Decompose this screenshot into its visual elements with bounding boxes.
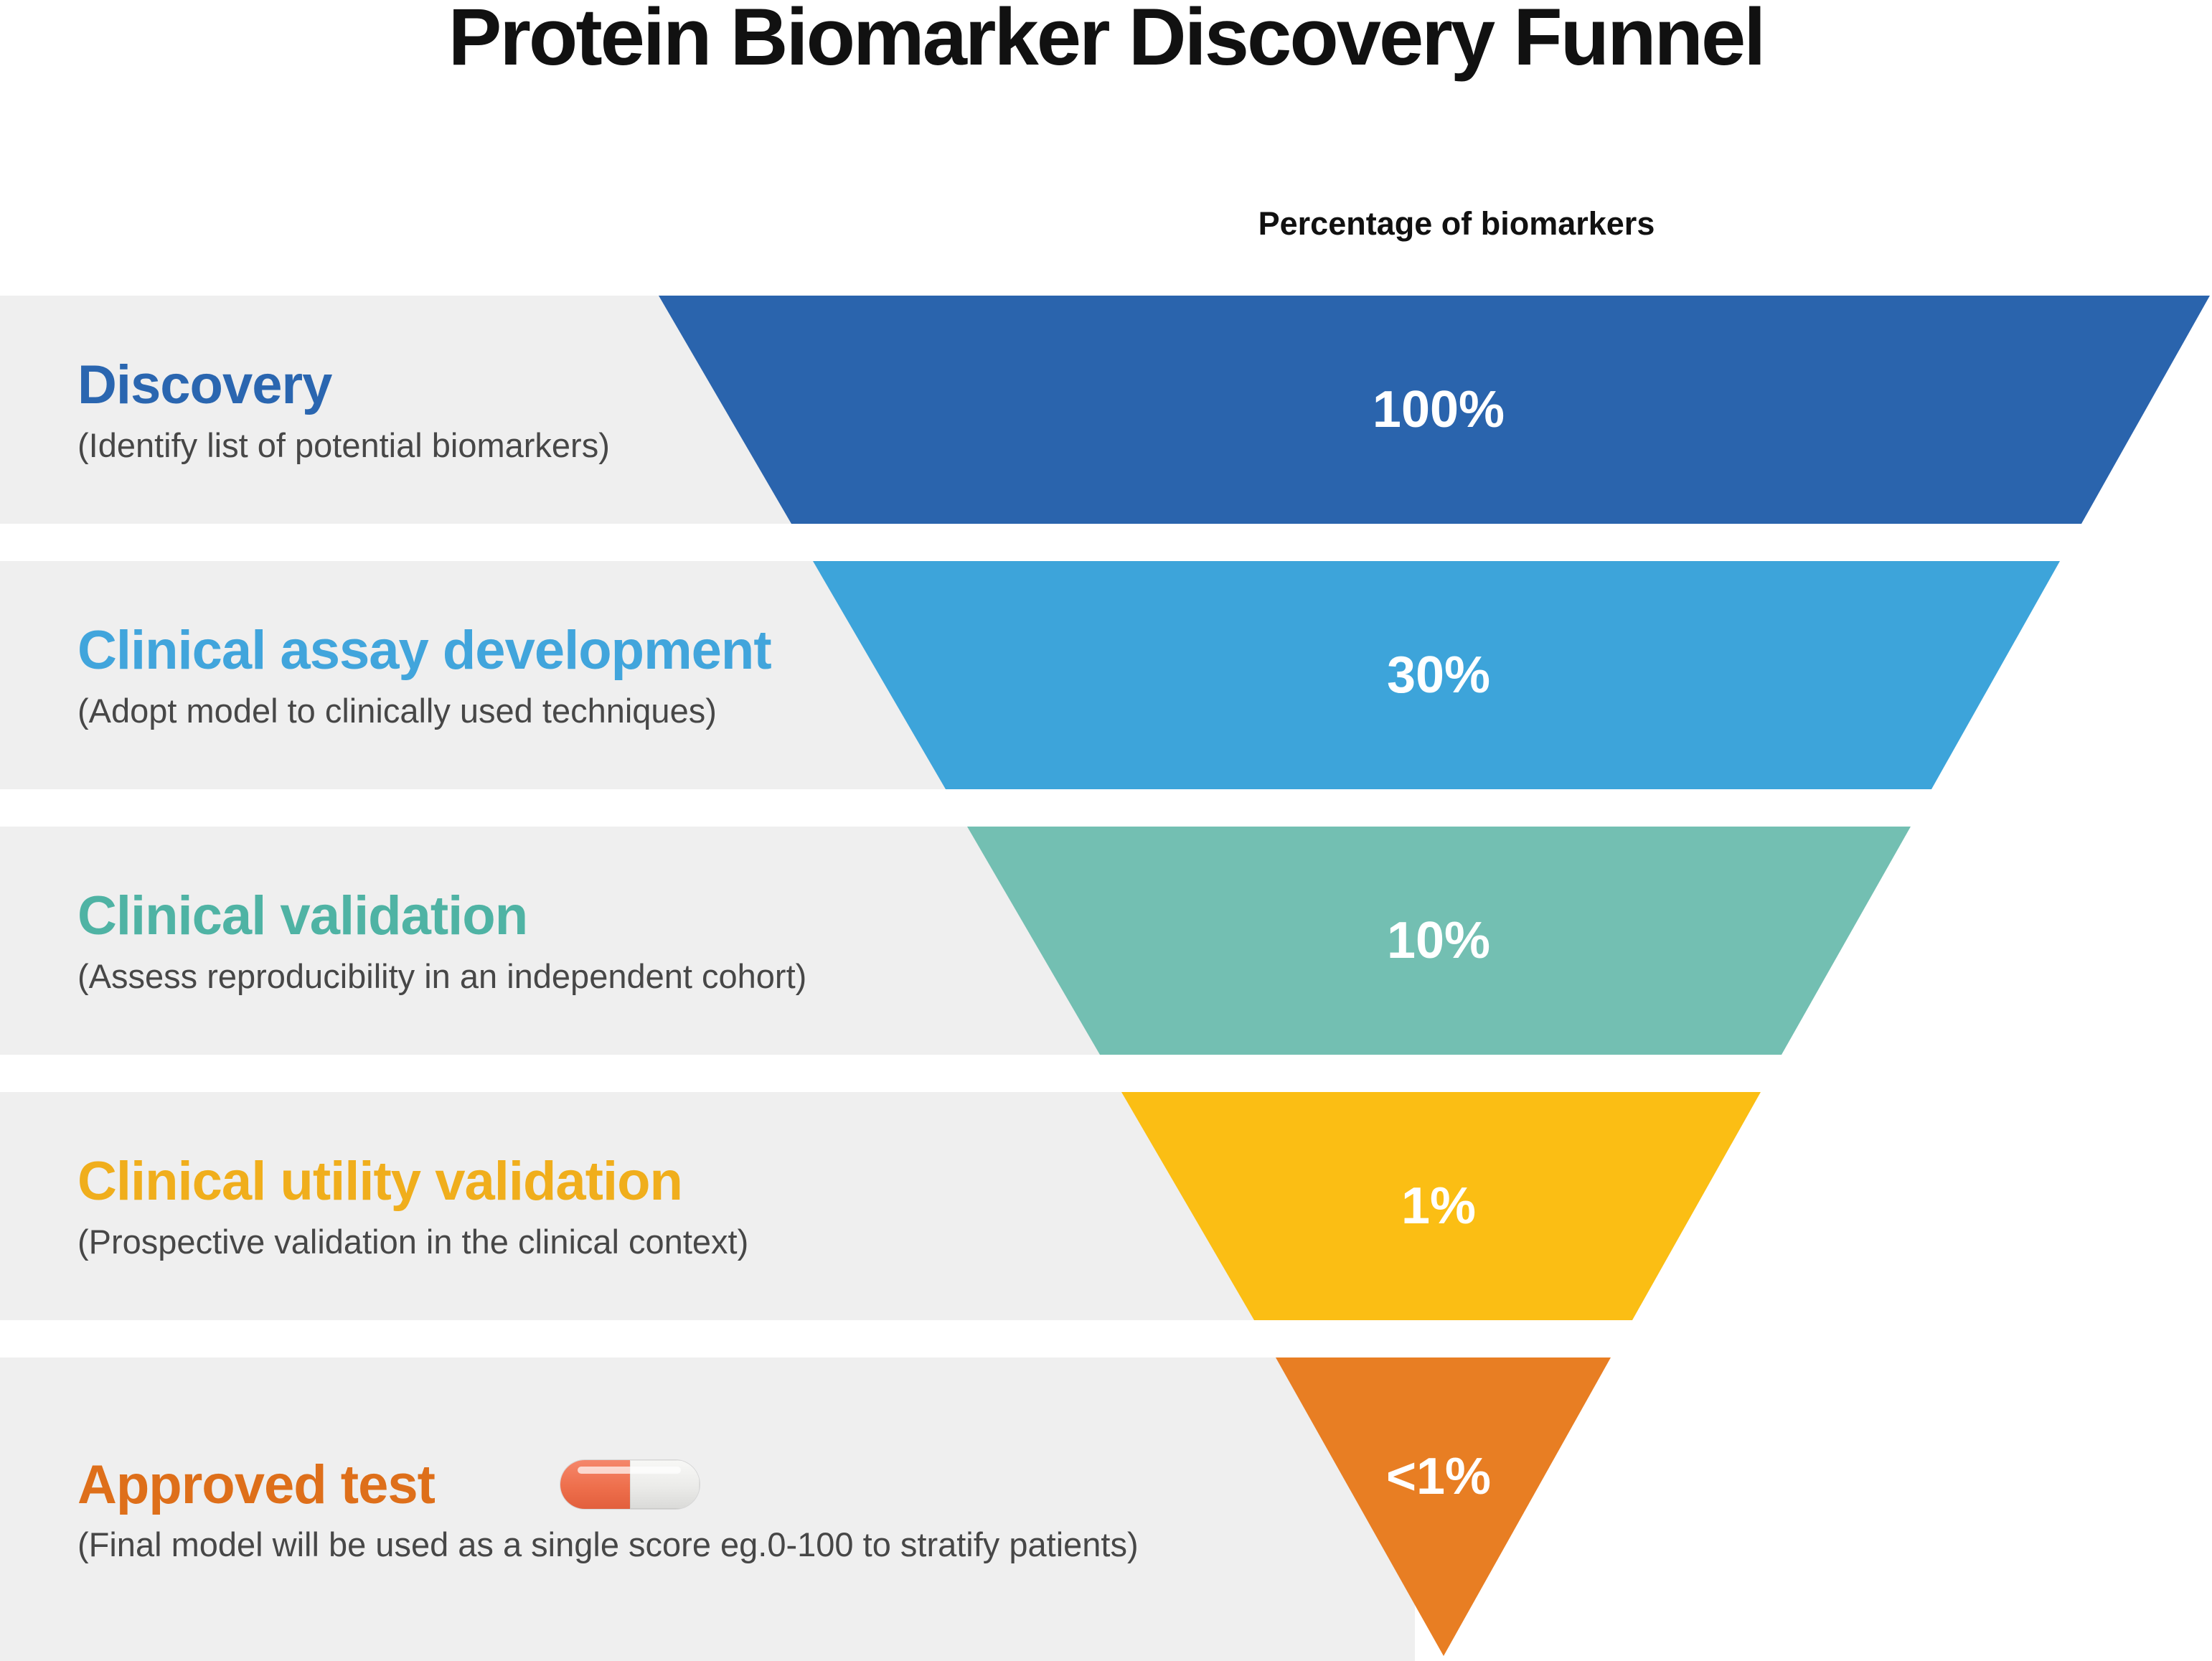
percentage-column-header: Percentage of biomarkers <box>1258 205 1655 242</box>
stage-title-row: Clinical validation <box>77 885 1415 946</box>
stage-label: Clinical utility validation <box>77 1151 683 1213</box>
stage-label: Clinical assay development <box>77 620 772 682</box>
stage-label: Clinical validation <box>77 885 528 947</box>
funnel-stage-shape-clinical-validation <box>967 827 1911 1055</box>
funnel-stage-shape-approved-test <box>1276 1357 1611 1656</box>
stage-label: Discovery <box>77 354 332 416</box>
stage-value-label: 1% <box>1401 1177 1477 1235</box>
stage-band-clinical-utility-validation: Clinical utility validation (Prospective… <box>0 1092 1415 1320</box>
stage-value-label: <1% <box>1385 1448 1492 1505</box>
capsule-pill-icon <box>560 1460 700 1510</box>
stage-description: (Prospective validation in the clinical … <box>77 1222 749 1261</box>
funnel-stage-shape-clinical-assay-development <box>813 561 2060 789</box>
stage-title-row: Clinical utility validation <box>77 1151 1415 1212</box>
stage-title-row: Approved test <box>77 1454 1415 1515</box>
funnel-stage-shape-clinical-utility-validation <box>1121 1092 1761 1320</box>
stage-value-label: 100% <box>1372 381 1505 438</box>
stage-label: Approved test <box>77 1454 436 1515</box>
stage-title-row: Discovery <box>77 354 1415 415</box>
page-title: Protein Biomarker Discovery Funnel <box>448 0 1766 82</box>
stage-description: (Final model will be used as a single sc… <box>77 1525 1139 1564</box>
pill-shine-highlight <box>577 1467 681 1474</box>
stage-band-approved-test: Approved test (Final model will be used … <box>0 1357 1415 1661</box>
funnel-stage-shape-discovery <box>659 296 2210 524</box>
stage-title-row: Clinical assay development <box>77 620 1415 681</box>
stage-description: (Assess reproducibility in an independen… <box>77 956 807 995</box>
stage-description: (Adopt model to clinically used techniqu… <box>77 691 717 730</box>
stage-description: (Identify list of potential biomarkers) <box>77 425 610 464</box>
stage-value-label: 10% <box>1386 912 1491 969</box>
stage-value-label: 30% <box>1386 646 1491 704</box>
